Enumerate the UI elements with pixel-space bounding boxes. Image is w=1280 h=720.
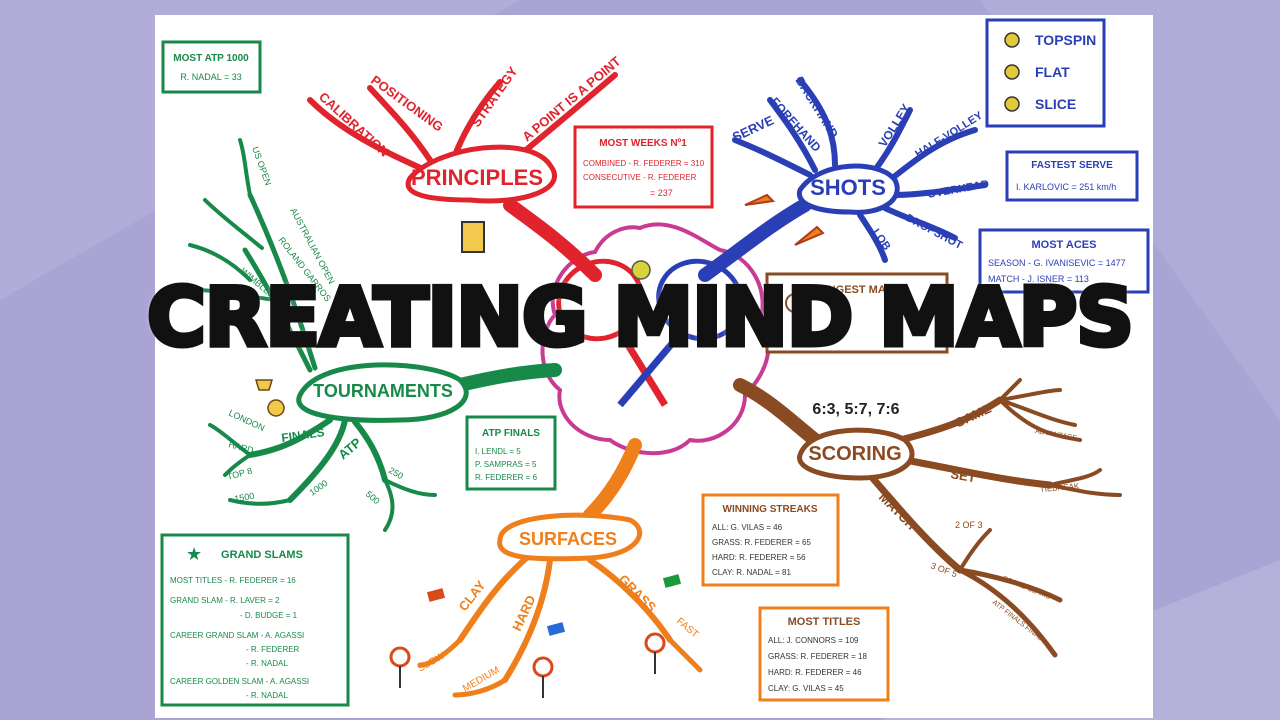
box-atp-finals: ATP FINALS I. LENDL = 5 P. SAMPRAS = 5 R… <box>465 415 557 491</box>
tournaments-child-hard: HARD <box>227 439 255 455</box>
slice-ball-icon <box>1004 96 1020 112</box>
most-titles-line1: ALL: J. CONNORS = 109 <box>768 636 859 645</box>
grand-slams-line1: MOST TITLES - R. FEDERER = 16 <box>170 576 296 585</box>
winning-streaks-line4: CLAY: R. NADAL = 81 <box>712 568 791 577</box>
scroll-icon <box>461 221 485 253</box>
scoring-child-tiebreak: TIEBREAK <box>1039 482 1080 494</box>
grand-slams-title: GRAND SLAMS <box>221 549 303 561</box>
fastest-serve-line1: I. KARLOVIC = 251 km/h <box>1016 182 1116 192</box>
scoring-child-advantage: ADVANTAGE <box>1035 428 1078 442</box>
most-weeks-line3: = 237 <box>650 188 673 198</box>
scoring-child-set: SET <box>949 466 977 485</box>
tournaments-child-finals: FINALS <box>280 425 325 445</box>
longest-match-title: LONGEST MATCH <box>812 284 907 296</box>
winning-streaks-title: WINNING STREAKS <box>723 504 818 515</box>
scoring-child-grand-slams: GRAND SLAMS <box>1001 575 1051 601</box>
shot-type-flat: FLAT <box>1035 64 1070 80</box>
branch-scoring <box>733 378 1122 658</box>
most-titles-line3: HARD: R. FEDERER = 46 <box>768 668 862 677</box>
atp-finals-line3: R. FEDERER = 6 <box>475 473 538 482</box>
fastest-serve-title: FASTEST SERVE <box>1031 160 1113 171</box>
box-most-aces: MOST ACES SEASON - G. IVANISEVIC = 1477 … <box>978 228 1150 294</box>
scoring-child-match: MATCH <box>876 490 919 533</box>
grand-slams-line6: - R. NADAL <box>246 659 288 668</box>
shots-child-half-volley: HALF-VOLLEY <box>913 109 985 160</box>
grand-slams-line3: - D. BUDGE = 1 <box>240 611 298 620</box>
grand-slams-line5: - R. FEDERER <box>246 645 300 654</box>
most-weeks-title: MOST WEEKS Nº1 <box>599 138 687 149</box>
scoring-child-2of3: 2 OF 3 <box>955 520 983 530</box>
tournaments-label: TOURNAMENTS <box>313 381 453 401</box>
most-atp-title: MOST ATP 1000 <box>173 53 249 64</box>
scoring-child-atp-finals: ATP FINALS FINAL <box>991 599 1044 642</box>
most-weeks-line1: COMBINED - R. FEDERER = 310 <box>583 159 705 168</box>
tournaments-child-london: LONDON <box>227 408 266 433</box>
surface-markers <box>389 574 682 698</box>
branch-shots <box>698 77 988 282</box>
box-most-weeks-no1: MOST WEEKS Nº1 COMBINED - R. FEDERER = 3… <box>573 125 714 209</box>
shots-label: SHOTS <box>810 175 886 200</box>
branch-tournaments <box>188 138 562 532</box>
box-winning-streaks: WINNING STREAKS ALL: G. VILAS = 46 GRASS… <box>701 493 840 587</box>
most-aces-title: MOST ACES <box>1032 239 1097 251</box>
box-longest-match: LONGEST MATCH <box>765 272 949 354</box>
shots-child-dropshot: DROPSHOT <box>904 212 965 252</box>
grand-slams-line7: CAREER GOLDEN SLAM - A. AGASSI <box>170 677 309 686</box>
most-titles-line4: CLAY: G. VILAS = 45 <box>768 684 844 693</box>
box-grand-slams: ★ GRAND SLAMS MOST TITLES - R. FEDERER =… <box>160 533 350 707</box>
most-aces-line2: MATCH - J. ISNER = 113 <box>988 274 1089 284</box>
most-weeks-line2: CONSECUTIVE - R. FEDERER <box>583 173 697 182</box>
most-atp-line1: R. NADAL = 33 <box>180 72 241 82</box>
branch-principles <box>307 72 618 282</box>
branch-surfaces <box>417 438 703 698</box>
surfaces-child-slow: SLOW <box>416 650 447 675</box>
box-shot-types: TOPSPIN FLAT SLICE <box>985 18 1106 128</box>
shots-child-serve: SERVE <box>730 112 776 144</box>
grand-slams-line4: CAREER GRAND SLAM - A. AGASSI <box>170 631 304 640</box>
winning-streaks-line2: GRASS: R. FEDERER = 65 <box>712 538 811 547</box>
principles-child-strategy: STRATEGY <box>468 64 521 130</box>
scoring-label: SCORING <box>808 443 901 465</box>
tournaments-child-1500: 1500 <box>234 491 255 504</box>
most-aces-line1: SEASON - G. IVANISEVIC = 1477 <box>988 258 1126 268</box>
atp-finals-title: ATP FINALS <box>482 428 540 439</box>
clock-icon <box>785 293 805 313</box>
winning-streaks-line1: ALL: G. VILAS = 46 <box>712 523 783 532</box>
tournaments-child-500: 500 <box>364 489 382 506</box>
page-title: CREATING MIND MAPS <box>145 271 1137 364</box>
most-titles-line2: GRASS: R. FEDERER = 18 <box>768 652 867 661</box>
atp-finals-line2: P. SAMPRAS = 5 <box>475 460 537 469</box>
surfaces-child-fast: FAST <box>674 616 700 641</box>
trophy-icon <box>254 379 285 417</box>
atp-finals-line1: I. LENDL = 5 <box>475 447 521 456</box>
shuttle-icon <box>744 193 825 246</box>
scoring-child-game: GAME <box>952 401 994 431</box>
grand-slams-line2: GRAND SLAM - R. LAVER = 2 <box>170 596 280 605</box>
tournaments-child-us-open: US OPEN <box>250 145 273 186</box>
surfaces-child-grass: GRASS <box>616 572 660 616</box>
box-most-titles: MOST TITLES ALL: J. CONNORS = 109 GRASS:… <box>758 606 890 702</box>
box-fastest-serve: FASTEST SERVE I. KARLOVIC = 251 km/h <box>1005 150 1139 202</box>
shot-type-slice: SLICE <box>1035 96 1076 112</box>
flat-ball-icon <box>1004 64 1020 80</box>
scoring-example: 6:3, 5:7, 7:6 <box>812 401 899 418</box>
shots-child-overhead: OVERHEAD <box>926 178 990 201</box>
grand-slams-line8: - R. NADAL <box>246 691 288 700</box>
shot-type-topspin: TOPSPIN <box>1035 32 1096 48</box>
surfaces-label: SURFACES <box>519 529 617 549</box>
box-most-atp-1000: MOST ATP 1000 R. NADAL = 33 <box>161 40 262 94</box>
star-icon: ★ <box>186 544 202 565</box>
tournaments-child-250: 250 <box>387 465 405 481</box>
most-titles-title: MOST TITLES <box>788 616 861 628</box>
topspin-ball-icon <box>1004 32 1020 48</box>
principles-label: PRINCIPLES <box>411 165 543 190</box>
winning-streaks-line3: HARD: R. FEDERER = 56 <box>712 553 806 562</box>
